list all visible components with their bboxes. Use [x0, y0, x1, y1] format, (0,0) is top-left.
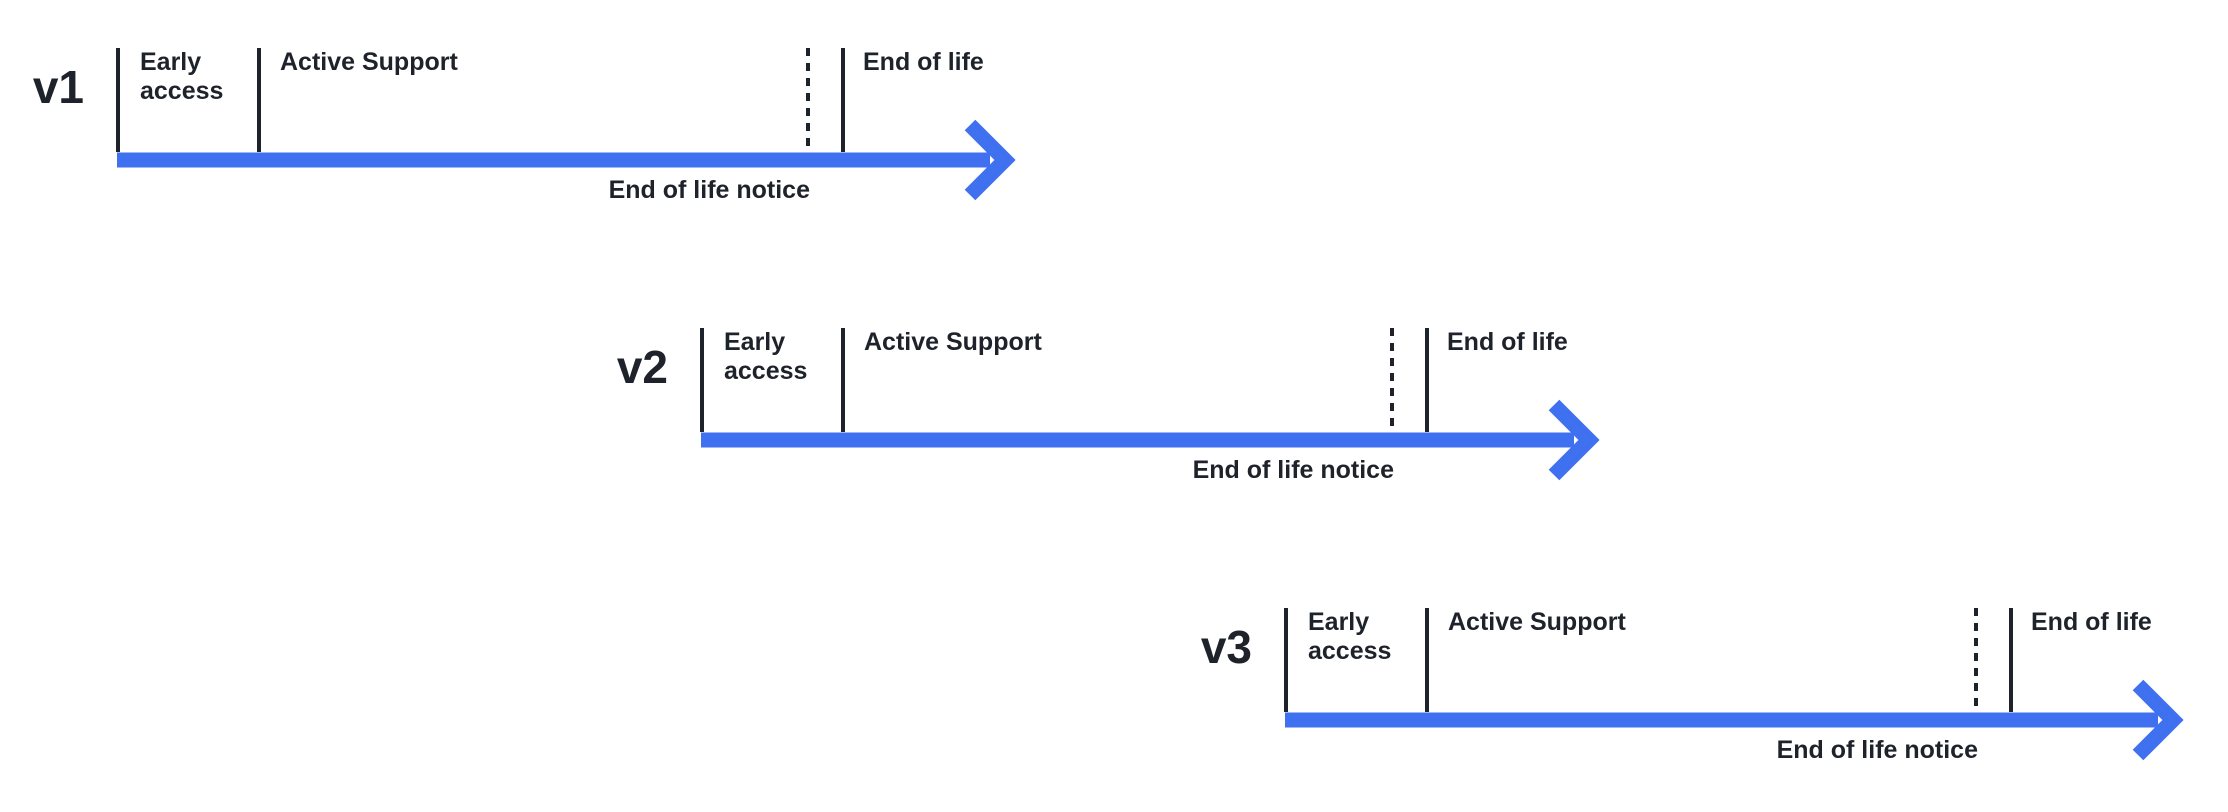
timeline-v3: v3 Early access Active Support End of li…: [1168, 560, 2228, 775]
end-of-life-label: End of life: [2031, 608, 2152, 636]
version-label: v2: [616, 341, 668, 393]
end-of-life-label: End of life: [1447, 328, 1568, 356]
end-of-life-label: End of life: [863, 48, 984, 76]
end-of-life-notice-label: End of life notice: [1776, 736, 1978, 764]
timeline-graphic: [1284, 608, 2184, 761]
timeline-graphic: [700, 328, 1600, 481]
timeline-v2: v2 Early access Active Support End of li…: [584, 280, 1644, 495]
timeline-graphic: [116, 48, 1016, 201]
early-access-label: Early access: [140, 48, 224, 105]
version-label: v3: [1200, 621, 1252, 673]
arrowhead-icon: [2132, 679, 2184, 761]
version-label: v1: [32, 61, 84, 113]
active-support-label: Active Support: [1448, 608, 1626, 636]
arrowhead-icon: [1548, 399, 1600, 481]
timeline-v1: v1 Early access Active Support End of li…: [0, 0, 1060, 215]
end-of-life-notice-label: End of life notice: [1192, 456, 1394, 484]
end-of-life-notice-label: End of life notice: [608, 176, 810, 204]
active-support-label: Active Support: [280, 48, 458, 76]
active-support-label: Active Support: [864, 328, 1042, 356]
early-access-label: Early access: [724, 328, 808, 385]
arrowhead-icon: [964, 119, 1016, 201]
early-access-label: Early access: [1308, 608, 1392, 665]
